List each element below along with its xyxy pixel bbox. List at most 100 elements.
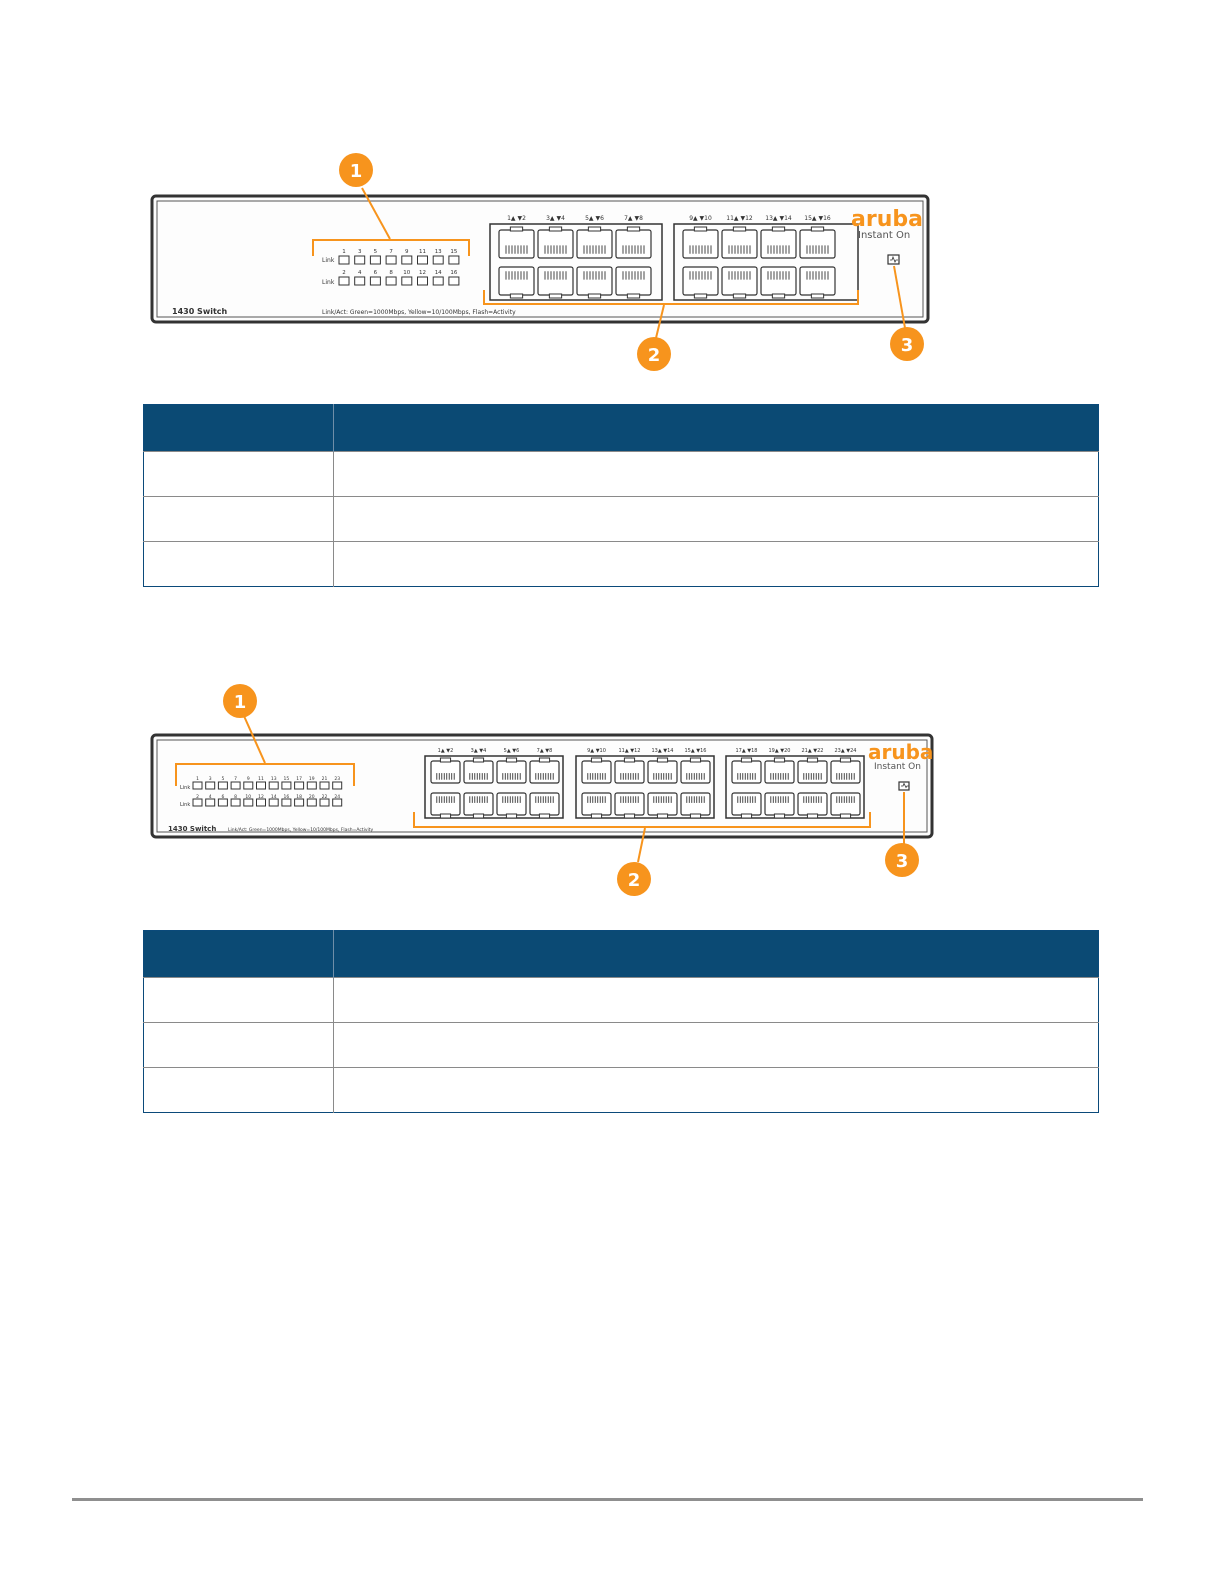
switch16-link-label-top: Link bbox=[322, 257, 335, 264]
led-number: 15 bbox=[450, 249, 457, 255]
port-label: 7▲ ▼8 bbox=[537, 748, 553, 754]
port-label: 5▲ ▼6 bbox=[504, 748, 520, 754]
led-number: 21 bbox=[322, 776, 328, 782]
table-row bbox=[143, 977, 1099, 1023]
link-led bbox=[230, 798, 241, 807]
led-number: 11 bbox=[419, 249, 426, 255]
led-number: 14 bbox=[271, 794, 277, 800]
switch16-status-led-icon bbox=[887, 254, 900, 265]
rj45-port bbox=[498, 266, 535, 299]
table-cell bbox=[143, 496, 334, 542]
rj45-port bbox=[615, 226, 652, 259]
switch24-brand-sub: Instant On bbox=[874, 762, 921, 772]
rj45-port bbox=[430, 792, 461, 819]
rj45-port bbox=[799, 266, 836, 299]
table-row bbox=[143, 1022, 1099, 1068]
led-number: 4 bbox=[358, 270, 362, 276]
led-number: 24 bbox=[334, 794, 340, 800]
rj45-port bbox=[463, 757, 494, 784]
rj45-port bbox=[764, 792, 795, 819]
link-led bbox=[256, 781, 266, 790]
svg-text:2: 2 bbox=[648, 345, 661, 366]
led-number: 7 bbox=[389, 249, 393, 255]
port-label: 17▲ ▼18 bbox=[735, 748, 757, 754]
port-label: 19▲ ▼20 bbox=[768, 748, 790, 754]
link-led bbox=[385, 276, 397, 286]
link-led bbox=[417, 276, 428, 286]
port-label: 9▲ ▼10 bbox=[689, 215, 712, 222]
table-row bbox=[143, 541, 1099, 587]
rj45-port bbox=[797, 792, 828, 819]
rj45-port bbox=[764, 757, 795, 784]
switch16-led-bracket bbox=[312, 239, 470, 256]
led-number: 7 bbox=[234, 776, 237, 782]
table-cell bbox=[333, 977, 1099, 1023]
link-led bbox=[192, 781, 203, 790]
switch24-link-label-bottom: Link bbox=[180, 802, 190, 808]
rj45-port bbox=[797, 757, 828, 784]
link-led bbox=[217, 798, 228, 807]
svg-text:3: 3 bbox=[901, 335, 914, 356]
led-number: 5 bbox=[374, 249, 378, 255]
table-1 bbox=[143, 404, 1099, 587]
table-1-header-cell-1 bbox=[143, 404, 334, 452]
rj45-port bbox=[721, 266, 758, 299]
link-led bbox=[243, 798, 254, 807]
port-label: 13▲ ▼14 bbox=[651, 748, 673, 754]
link-led bbox=[369, 276, 381, 286]
table-cell bbox=[333, 496, 1099, 542]
switch24-status-led-icon bbox=[898, 781, 910, 791]
port-label: 1▲ ▼2 bbox=[507, 215, 526, 222]
rj45-port bbox=[799, 226, 836, 259]
svg-text:2: 2 bbox=[628, 870, 641, 891]
switch24-led-bracket bbox=[175, 763, 355, 786]
link-led bbox=[268, 798, 279, 807]
link-led bbox=[448, 255, 460, 265]
svg-text:1: 1 bbox=[234, 692, 247, 713]
switch24-callout-1: 1 bbox=[223, 684, 257, 718]
led-number: 12 bbox=[258, 794, 264, 800]
port-label: 23▲ ▼24 bbox=[834, 748, 856, 754]
led-number: 15 bbox=[284, 776, 290, 782]
rj45-port bbox=[496, 757, 527, 784]
rj45-port bbox=[830, 757, 861, 784]
rj45-port bbox=[496, 792, 527, 819]
link-led bbox=[205, 798, 216, 807]
rj45-port bbox=[721, 226, 758, 259]
led-number: 8 bbox=[389, 270, 393, 276]
port-label: 13▲ ▼14 bbox=[765, 215, 792, 222]
table-cell bbox=[143, 451, 334, 497]
led-number: 5 bbox=[221, 776, 224, 782]
led-number: 3 bbox=[209, 776, 212, 782]
table-1-header bbox=[143, 404, 1099, 452]
led-number: 16 bbox=[284, 794, 290, 800]
switch24-ports bbox=[430, 757, 861, 819]
link-led bbox=[306, 781, 317, 790]
rj45-port bbox=[760, 226, 797, 259]
link-led bbox=[268, 781, 279, 790]
port-label: 3▲ ▼4 bbox=[471, 748, 487, 754]
led-number: 18 bbox=[296, 794, 302, 800]
table-2 bbox=[143, 930, 1099, 1113]
link-led bbox=[294, 781, 305, 790]
led-number: 1 bbox=[196, 776, 199, 782]
port-label: 5▲ ▼6 bbox=[585, 215, 604, 222]
table-cell bbox=[143, 1022, 334, 1068]
link-led bbox=[401, 255, 413, 265]
switch24-model-label: 1430 Switch bbox=[168, 825, 216, 833]
link-led bbox=[294, 798, 305, 807]
rj45-port bbox=[682, 266, 719, 299]
port-label: 21▲ ▼22 bbox=[801, 748, 823, 754]
port-label: 15▲ ▼16 bbox=[684, 748, 706, 754]
table-cell bbox=[143, 1067, 334, 1113]
table-2-header-cell-1 bbox=[143, 930, 334, 978]
rj45-port bbox=[529, 757, 560, 784]
led-number: 20 bbox=[309, 794, 315, 800]
led-number: 16 bbox=[450, 270, 457, 276]
link-led bbox=[319, 781, 330, 790]
rj45-port bbox=[576, 226, 613, 259]
link-led bbox=[192, 798, 203, 807]
link-led bbox=[338, 276, 350, 286]
